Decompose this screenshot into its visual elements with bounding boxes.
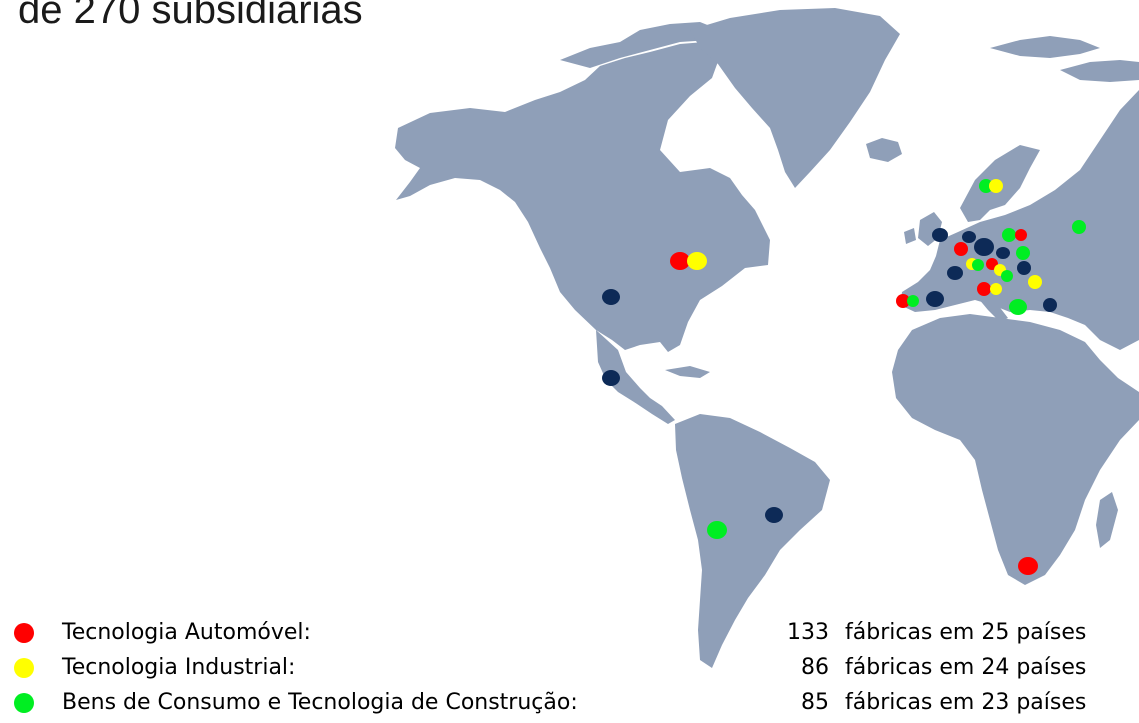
north-america (395, 42, 770, 352)
legend-item-automotive: Tecnologia Automóvel: 133 fábricas em 25… (0, 618, 1139, 648)
marker-automotive (670, 252, 690, 270)
marker-other (962, 231, 976, 243)
marker-other (974, 238, 994, 256)
legend-label: Bens de Consumo e Tecnologia de Construç… (62, 690, 578, 715)
central-america (596, 330, 675, 424)
marker-consumer (979, 179, 993, 193)
automotive-dot-icon (14, 623, 34, 643)
marker-automotive (977, 282, 991, 296)
marker-consumer (707, 521, 727, 539)
south-america (675, 414, 830, 668)
legend-item-industrial: Tecnologia Industrial: 86 fábricas em 24… (0, 653, 1139, 683)
marker-industrial (990, 283, 1002, 295)
legend-detail: fábricas em 24 países (845, 655, 1087, 680)
legend-detail: fábricas em 23 países (845, 690, 1087, 715)
marker-consumer (1016, 246, 1030, 260)
iceland (866, 138, 902, 162)
marker-other (602, 370, 620, 386)
madagascar (1096, 492, 1118, 548)
land-masses (395, 8, 1139, 668)
factory-markers (602, 179, 1086, 575)
marker-other (1043, 298, 1057, 312)
europe-asia (900, 90, 1139, 350)
caribbean (665, 366, 710, 378)
arctic-russia (990, 36, 1139, 82)
legend-count: 85 (801, 690, 829, 715)
marker-other (1017, 261, 1031, 275)
marker-industrial (687, 252, 707, 270)
legend-label: Tecnologia Industrial: (62, 655, 296, 680)
marker-automotive (954, 242, 968, 256)
arctic-islands (560, 22, 720, 68)
marker-consumer (1001, 270, 1013, 282)
marker-automotive (1018, 557, 1038, 575)
marker-consumer (1002, 228, 1016, 242)
industrial-dot-icon (14, 658, 34, 678)
marker-consumer (1009, 299, 1027, 315)
marker-other (602, 289, 620, 305)
marker-automotive (1015, 229, 1027, 241)
legend-count: 86 (801, 655, 829, 680)
marker-consumer (972, 259, 984, 271)
page-title: de 270 subsidiárias (18, 0, 363, 32)
marker-automotive (896, 294, 910, 308)
legend-count: 133 (787, 620, 829, 645)
legend-item-consumer: Bens de Consumo e Tecnologia de Construç… (0, 688, 1139, 718)
africa (892, 314, 1139, 585)
legend-label: Tecnologia Automóvel: (62, 620, 311, 645)
marker-other (765, 507, 783, 523)
legend-detail: fábricas em 25 países (845, 620, 1087, 645)
marker-other (926, 291, 944, 307)
marker-industrial (989, 179, 1003, 193)
british-isles (904, 212, 942, 246)
marker-industrial (1028, 275, 1042, 289)
marker-consumer (1072, 220, 1086, 234)
consumer-dot-icon (14, 693, 34, 713)
greenland (690, 8, 900, 188)
marker-other (947, 266, 963, 280)
marker-other (932, 228, 948, 242)
marker-consumer (907, 295, 919, 307)
marker-other (996, 247, 1010, 259)
